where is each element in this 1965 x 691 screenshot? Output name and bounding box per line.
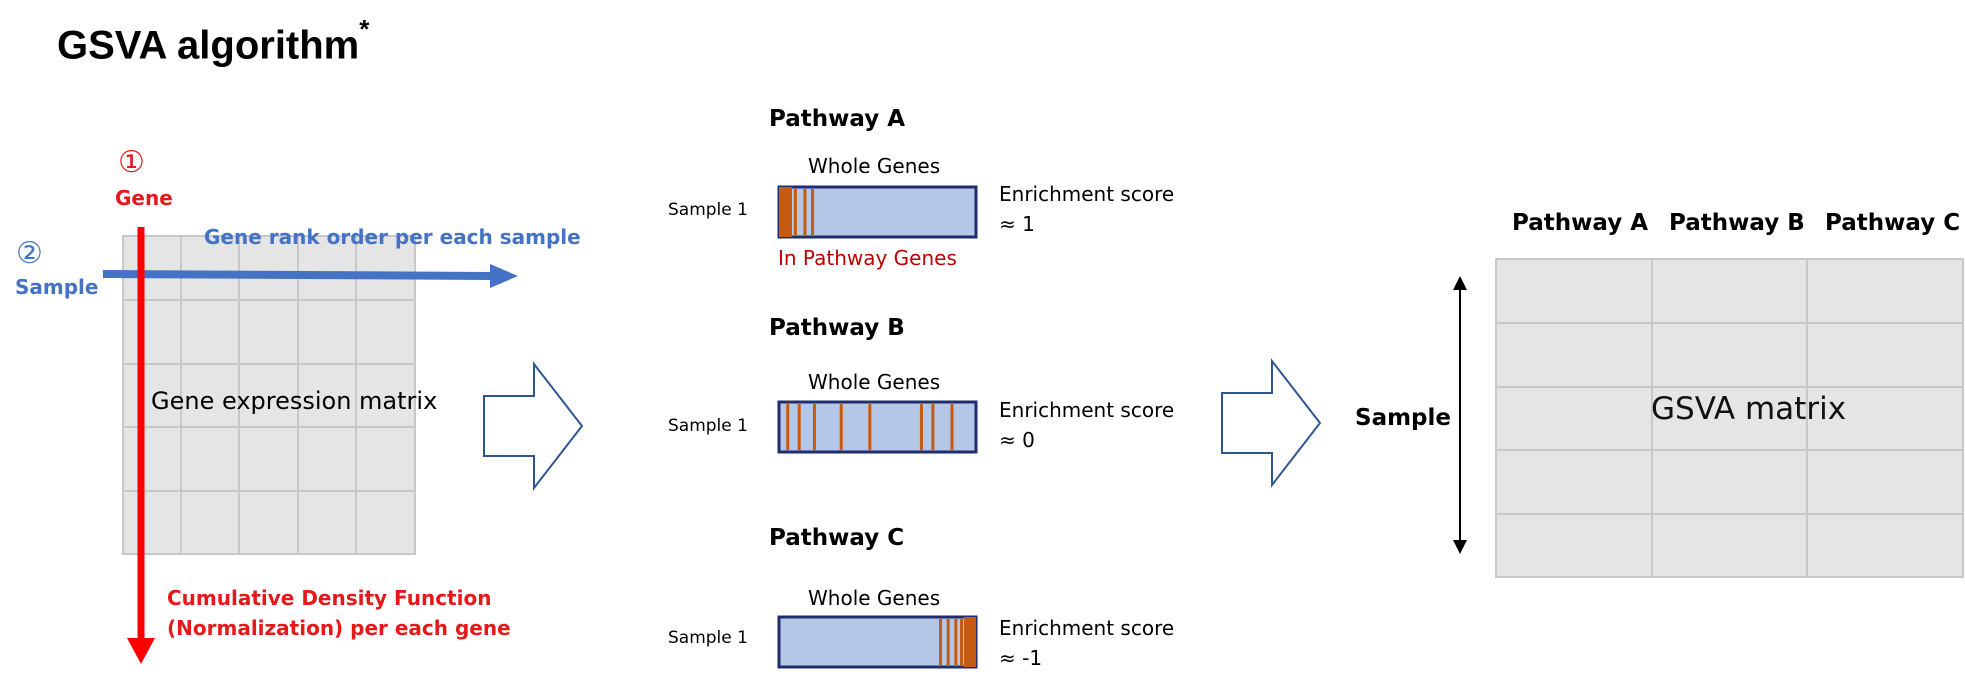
flow-arrow-2 xyxy=(1221,358,1322,488)
pathway-a-score-label: Enrichment score xyxy=(999,182,1175,206)
pathway-c-bar xyxy=(777,615,978,669)
pathway-b-sample-label: Sample 1 xyxy=(668,416,748,436)
step1-marker: ① xyxy=(118,145,145,180)
pathway-c-score-label: Enrichment score xyxy=(999,616,1175,640)
gsva-matrix-label: GSVA matrix xyxy=(1651,391,1847,427)
gene-expression-matrix-grid xyxy=(122,235,416,555)
step1-gene-label: Gene xyxy=(115,186,173,210)
gsva-column-header-a: Pathway A xyxy=(1512,210,1648,236)
pathway-c-score-value: ≈ -1 xyxy=(999,646,1043,670)
in-pathway-genes-label: In Pathway Genes xyxy=(778,246,957,270)
pathway-b-score-label: Enrichment score xyxy=(999,398,1175,422)
pathway-c-title: Pathway C xyxy=(769,525,905,551)
diagram-title: GSVA algorithm* xyxy=(57,14,370,68)
pathway-b-title: Pathway B xyxy=(769,315,905,341)
gsva-column-header-b: Pathway B xyxy=(1669,210,1805,236)
gsva-column-header-c: Pathway C xyxy=(1825,210,1961,236)
pathway-c-sample-label: Sample 1 xyxy=(668,628,748,648)
pathway-a-bar-label: Whole Genes xyxy=(808,154,941,178)
cdf-label-line1: Cumulative Density Function xyxy=(167,586,492,610)
step2-sample-label: Sample xyxy=(15,275,99,299)
flow-arrow-1 xyxy=(483,361,584,491)
pathway-b-score-value: ≈ 0 xyxy=(999,428,1035,452)
cdf-label-line2: (Normalization) per each gene xyxy=(167,616,511,640)
gene-expression-matrix-label: Gene expression matrix xyxy=(151,387,438,415)
gsva-sample-axis-label: Sample xyxy=(1355,405,1451,431)
pathway-c-gene-marks xyxy=(939,619,975,665)
pathway-a-title: Pathway A xyxy=(769,106,905,132)
sample-rank-arrow xyxy=(102,264,518,288)
pathway-a-gene-marks xyxy=(780,189,815,235)
pathway-b-bar-label: Whole Genes xyxy=(808,370,941,394)
sample-axis-double-arrow xyxy=(1453,276,1467,554)
pathway-b-gene-marks xyxy=(786,404,954,450)
pathway-b-bar xyxy=(777,400,978,454)
sample-rank-arrow-label: Gene rank order per each sample xyxy=(204,225,581,249)
gene-cdf-arrow xyxy=(127,227,155,664)
pathway-a-bar xyxy=(777,185,978,239)
step2-marker: ② xyxy=(16,236,43,271)
gsva-matrix-grid xyxy=(1495,258,1964,578)
pathway-a-sample-label: Sample 1 xyxy=(668,200,748,220)
pathway-c-bar-label: Whole Genes xyxy=(808,586,941,610)
pathway-a-score-value: ≈ 1 xyxy=(999,212,1035,236)
